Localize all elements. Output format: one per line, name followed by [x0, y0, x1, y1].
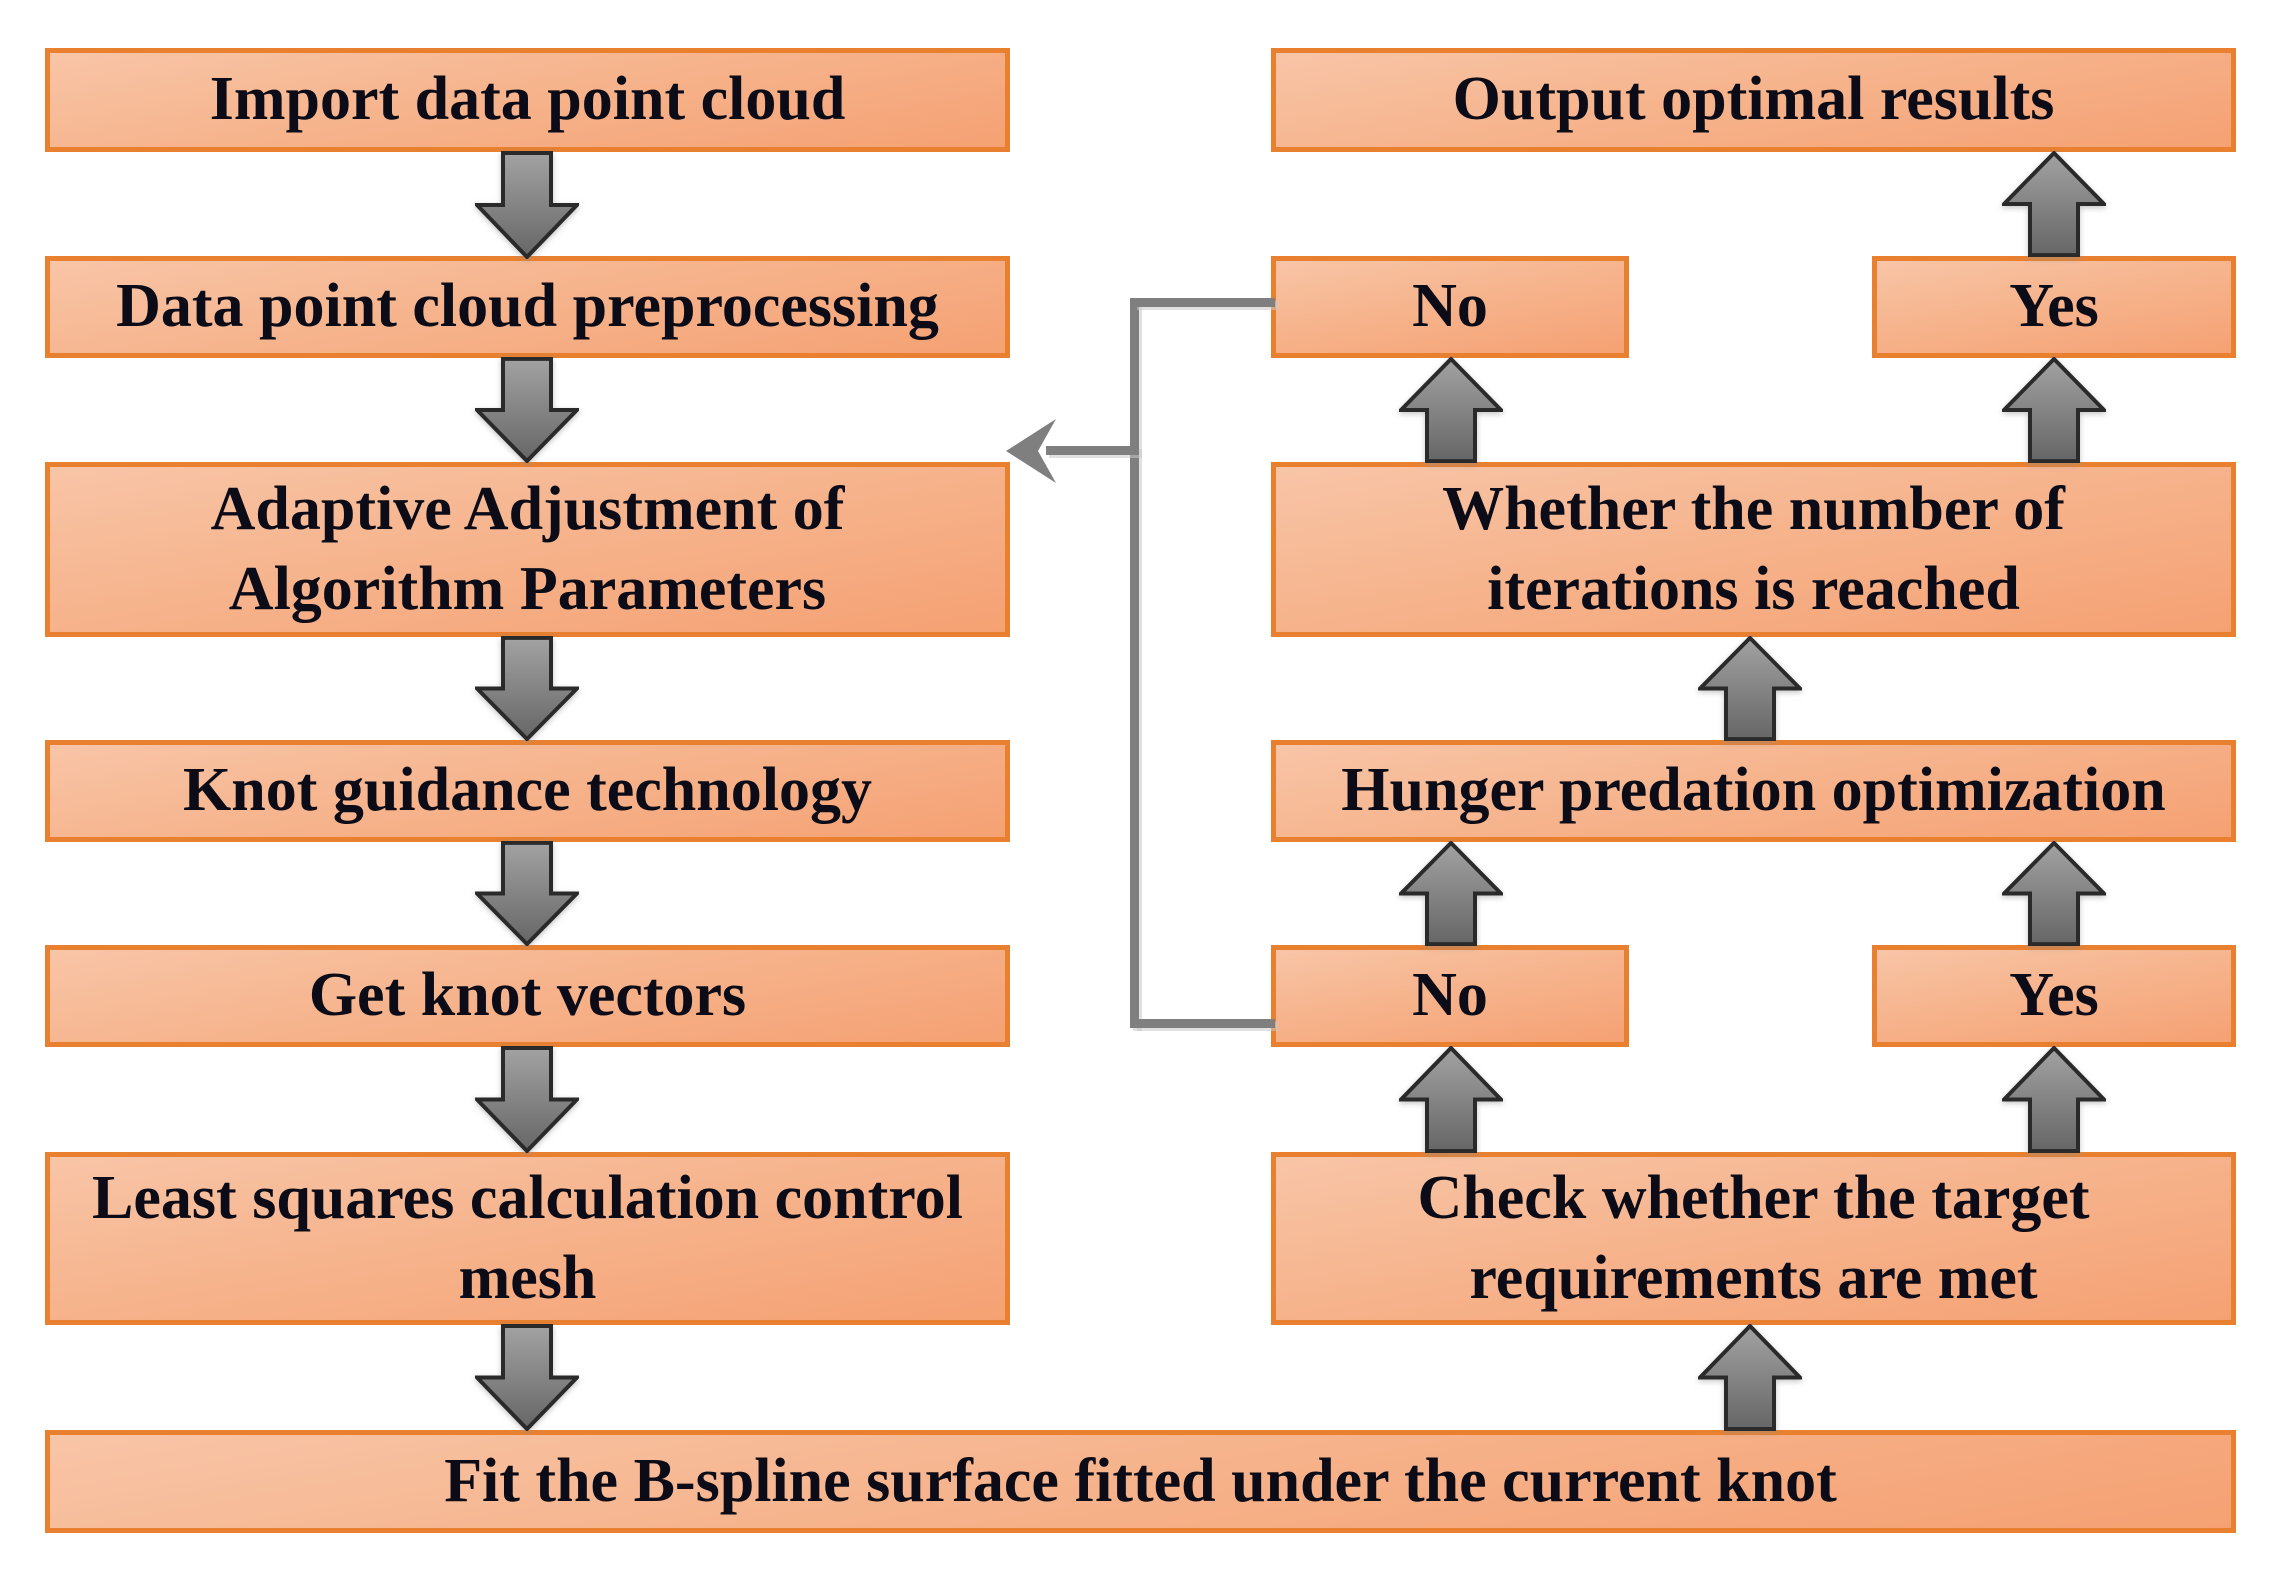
up-arrow-icon [1399, 1046, 1503, 1153]
node-import-data-point-cloud: Import data point cloud [45, 48, 1010, 152]
up-arrow-icon [2002, 841, 2106, 946]
up-arrow-icon [2002, 151, 2106, 257]
up-arrow-icon [1698, 636, 1802, 741]
node-knot-guidance-technology: Knot guidance technology [45, 740, 1010, 842]
node-data-point-cloud-preprocessing: Data point cloud preprocessing [45, 256, 1010, 358]
connector-line-to-adaptive [1046, 446, 1139, 455]
node-label: Output optimal results [1452, 65, 2055, 134]
connector-line-vertical [1130, 298, 1139, 1028]
up-arrow-icon [1399, 357, 1503, 463]
down-arrow-icon [475, 841, 579, 946]
node-label: Knot guidance technology [183, 756, 872, 825]
node-label: Yes [2009, 272, 2099, 341]
up-arrow-icon [2002, 357, 2106, 463]
node-label: iterations is reached [1487, 554, 2020, 623]
node-get-knot-vectors: Get knot vectors [45, 945, 1010, 1047]
node-hunger-predation-optimization: Hunger predation optimization [1271, 740, 2236, 842]
node-label: Adaptive Adjustment of [210, 475, 845, 544]
node-label: Get knot vectors [308, 961, 747, 1030]
node-yes-iterations: Yes [1872, 256, 2236, 358]
down-arrow-icon [475, 636, 579, 741]
node-label: mesh [458, 1243, 597, 1312]
node-label: Data point cloud preprocessing [116, 272, 939, 341]
node-label: Yes [2009, 961, 2099, 1030]
down-arrow-icon [475, 357, 579, 463]
node-label: Least squares calculation control [92, 1164, 963, 1233]
node-label: Fit the B-spline surface fitted under th… [444, 1446, 1837, 1515]
node-label: Hunger predation optimization [1341, 756, 2166, 825]
left-arrow-icon [1006, 419, 1056, 483]
connector-line-from-no-top [1134, 298, 1275, 307]
down-arrow-icon [475, 151, 579, 259]
node-check-target-requirements: Check whether the target requirements ar… [1271, 1152, 2236, 1325]
connector-line-from-no-bottom [1134, 1019, 1275, 1028]
up-arrow-icon [1399, 841, 1503, 946]
node-yes-target: Yes [1872, 945, 2236, 1047]
node-label: No [1412, 272, 1488, 341]
node-label: requirements are met [1469, 1243, 2038, 1312]
node-label: No [1412, 961, 1488, 1030]
node-no-target: No [1271, 945, 1629, 1047]
node-label: Algorithm Parameters [228, 554, 827, 623]
node-label: Import data point cloud [209, 65, 846, 134]
node-least-squares-calculation-control-mesh: Least squares calculation control mesh [45, 1152, 1010, 1325]
node-output-optimal-results: Output optimal results [1271, 48, 2236, 152]
node-no-iterations: No [1271, 256, 1629, 358]
node-fit-bspline-surface: Fit the B-spline surface fitted under th… [45, 1430, 2236, 1533]
down-arrow-icon [475, 1046, 579, 1153]
node-label: Whether the number of [1442, 475, 2065, 544]
node-label: Check whether the target [1417, 1164, 2090, 1233]
up-arrow-icon [2002, 1046, 2106, 1153]
down-arrow-icon [475, 1324, 579, 1431]
node-whether-number-of-iterations-reached: Whether the number of iterations is reac… [1271, 462, 2236, 637]
up-arrow-icon [1698, 1324, 1802, 1431]
node-adaptive-adjustment-of-algorithm-parameters: Adaptive Adjustment of Algorithm Paramet… [45, 462, 1010, 637]
